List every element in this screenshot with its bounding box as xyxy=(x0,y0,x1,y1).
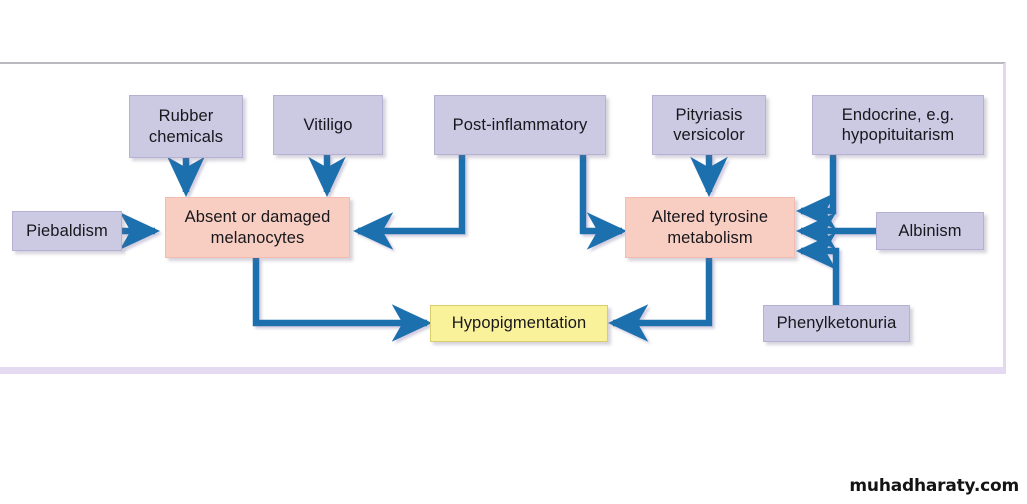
node-label: Pityriasis versicolor xyxy=(673,105,745,144)
node-label: Albinism xyxy=(898,221,962,240)
node-label: Rubber chemicals xyxy=(148,107,224,146)
node-phenylketonuria[interactable]: Phenylketonuria xyxy=(763,305,910,342)
node-label: Absent or damaged melanocytes xyxy=(184,208,331,247)
node-label: Vitiligo xyxy=(303,115,353,134)
node-vitiligo[interactable]: Vitiligo xyxy=(273,95,383,155)
node-altered-tyrosine-metabolism[interactable]: Altered tyrosine metabolism xyxy=(625,197,795,258)
node-label: Hypopigmentation xyxy=(451,314,587,333)
node-albinism[interactable]: Albinism xyxy=(876,212,984,250)
node-endocrine[interactable]: Endocrine, e.g. hypopituitarism xyxy=(812,95,984,155)
node-label: Endocrine, e.g. hypopituitarism xyxy=(841,105,955,144)
node-absent-or-damaged-melanocytes[interactable]: Absent or damaged melanocytes xyxy=(165,197,350,258)
node-label: Phenylketonuria xyxy=(776,314,897,333)
node-piebaldism[interactable]: Piebaldism xyxy=(12,211,122,251)
node-pityriasis-versicolor[interactable]: Pityriasis versicolor xyxy=(652,95,766,155)
node-label: Altered tyrosine metabolism xyxy=(651,208,769,247)
node-label: Post-inflammatory xyxy=(452,115,588,134)
node-label: Piebaldism xyxy=(26,221,108,240)
node-post-inflammatory[interactable]: Post-inflammatory xyxy=(434,95,606,155)
node-hypopigmentation[interactable]: Hypopigmentation xyxy=(430,305,608,342)
watermark: muhadharaty.com xyxy=(849,476,1019,496)
node-rubber-chemicals[interactable]: Rubber chemicals xyxy=(129,95,243,158)
